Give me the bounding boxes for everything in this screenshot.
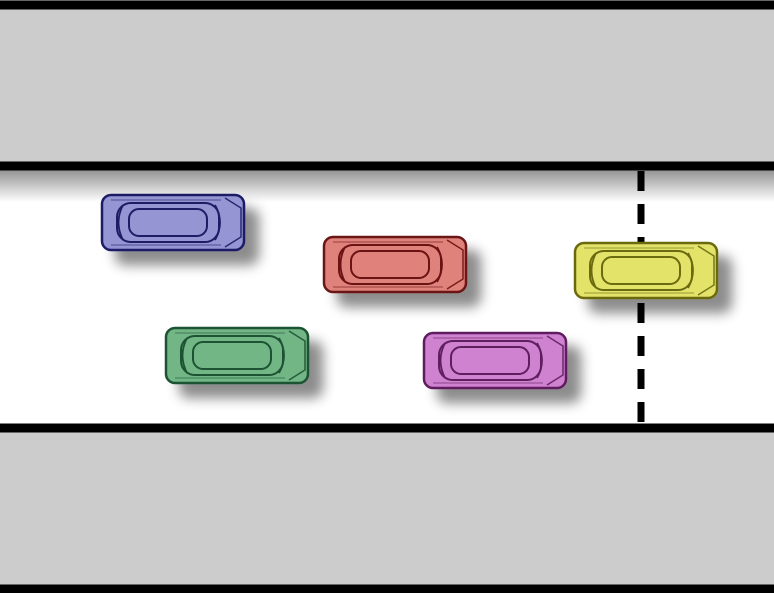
blue-car xyxy=(100,193,246,252)
top-sidewalk xyxy=(0,0,774,166)
purple-car xyxy=(422,331,568,390)
cars-layer xyxy=(100,193,719,390)
bottom-sidewalk xyxy=(0,429,774,593)
red-car xyxy=(322,235,468,294)
green-car xyxy=(164,326,310,385)
yellow-car xyxy=(573,241,719,300)
